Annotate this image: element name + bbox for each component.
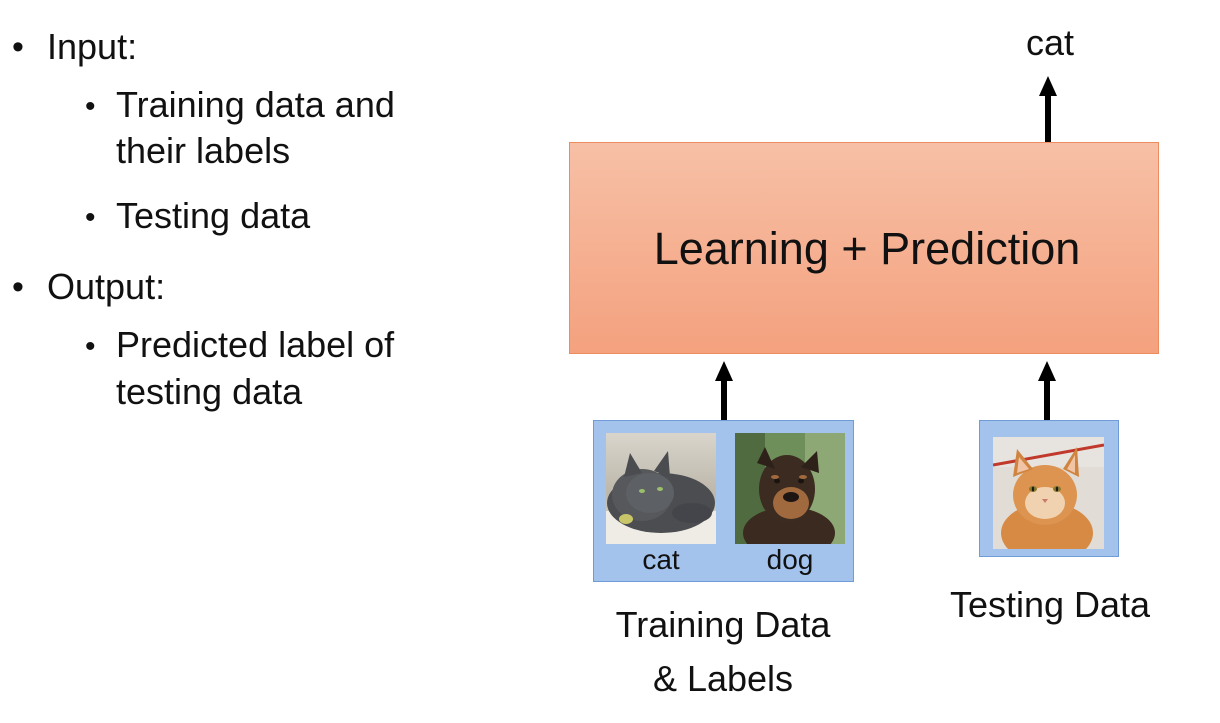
learning-prediction-box: Learning + Prediction	[569, 142, 1159, 354]
training-label-dog: dog	[766, 544, 814, 575]
bullet-output-label: Output:	[47, 266, 166, 307]
bullet-text: their labels	[116, 130, 291, 171]
testing-data-caption: Testing Data	[949, 584, 1151, 625]
training-label-cat: cat	[642, 544, 680, 575]
bullet-text: testing data	[116, 371, 303, 412]
training-data-caption-line2: & Labels	[652, 658, 794, 699]
testing-arrow-shaft	[1044, 379, 1050, 420]
bullet-dot: •	[12, 268, 24, 306]
training-data-panel: cat dog	[593, 420, 854, 582]
output-arrow-shaft	[1045, 94, 1051, 142]
training-arrow-head	[715, 361, 733, 381]
orange-cat-photo	[993, 437, 1104, 549]
training-data-caption: Training Data & Labels	[573, 598, 873, 706]
bullet-dot: •	[85, 201, 96, 234]
bullet-text: Testing data	[116, 195, 311, 236]
bullet-dot: •	[12, 28, 24, 66]
bullet-text: Predicted label of	[116, 324, 395, 365]
dog-photo	[735, 433, 845, 544]
training-data-caption-line1: Training Data	[615, 604, 831, 645]
output-label: cat	[1025, 22, 1075, 63]
bullet-dot: •	[85, 330, 96, 363]
gray-cat-photo	[606, 433, 716, 544]
output-arrow-head	[1039, 76, 1057, 96]
learning-prediction-label: Learning + Prediction	[653, 223, 1081, 274]
bullet-text: Training data and	[116, 84, 395, 125]
training-arrow-shaft	[721, 379, 727, 420]
bullet-input-label: Input:	[47, 26, 138, 67]
testing-data-panel	[979, 420, 1119, 557]
bullet-dot: •	[85, 90, 96, 123]
testing-arrow-head	[1038, 361, 1056, 381]
